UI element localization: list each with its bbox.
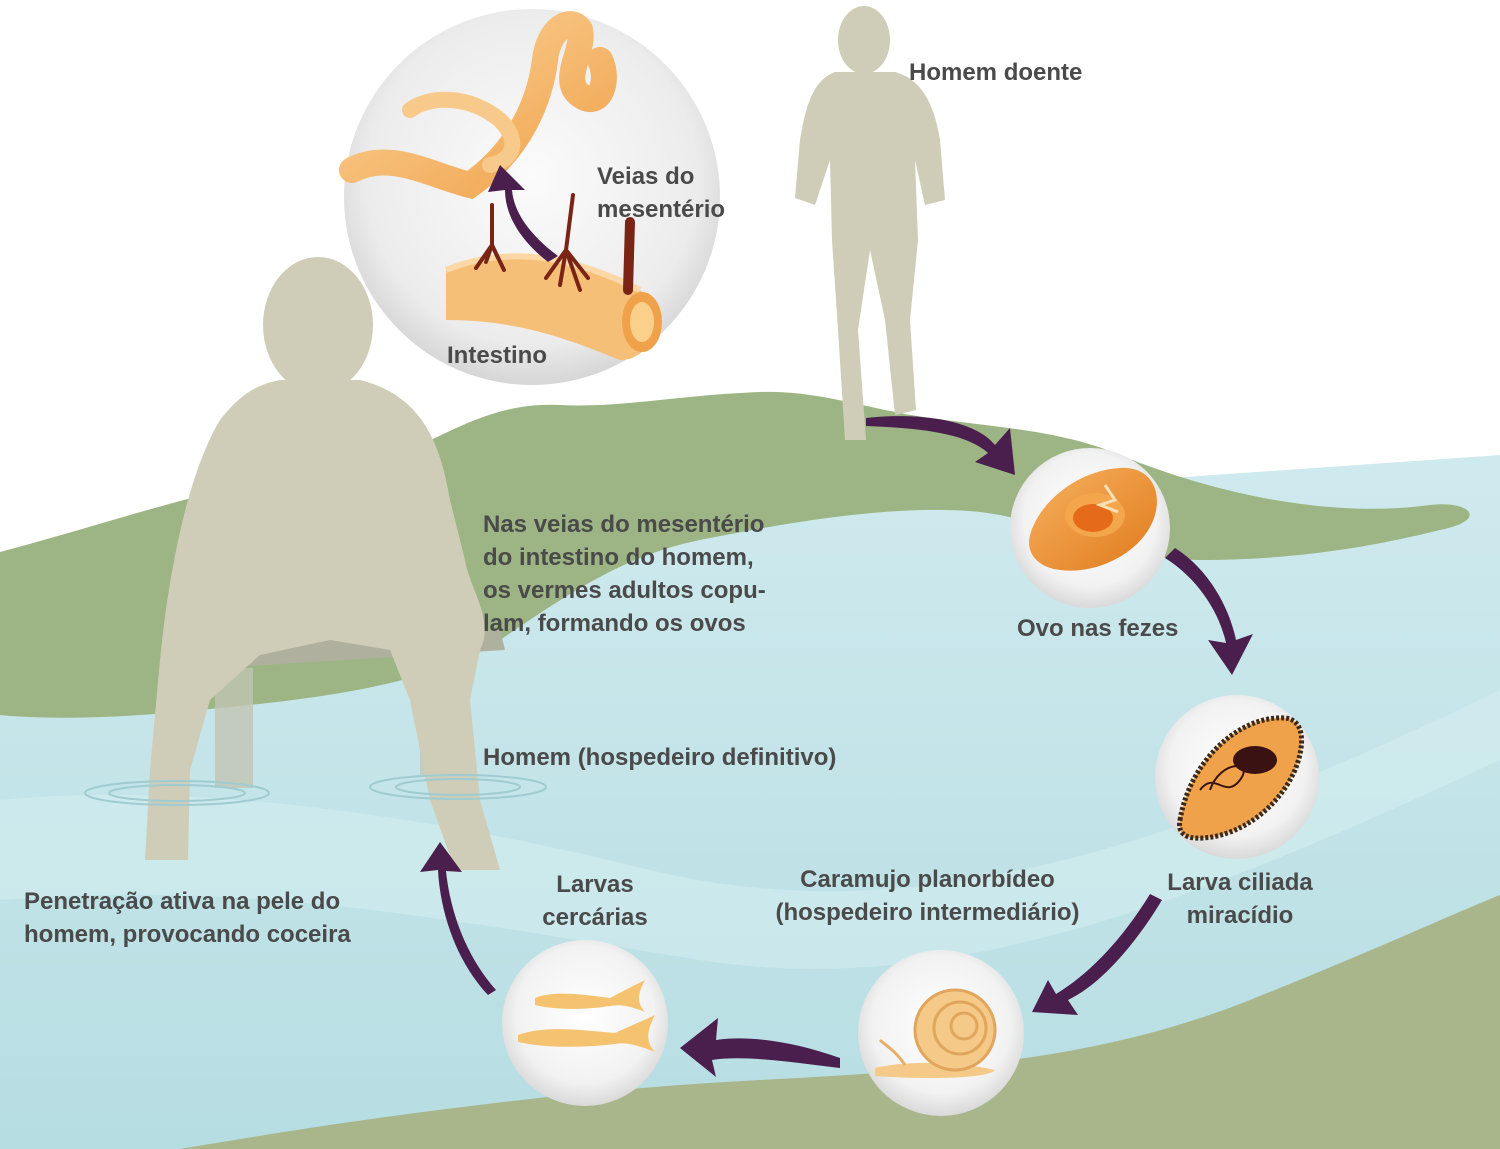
label-intestino: Intestino <box>447 342 547 369</box>
water-ripples <box>84 774 547 806</box>
olive-shore <box>180 895 1500 1149</box>
cercaria-icon <box>518 980 655 1052</box>
cycle-arrows <box>420 416 1253 1077</box>
label-penetracao: Penetração ativa na pele do homem, provo… <box>24 888 351 948</box>
intestine-inset <box>339 9 720 385</box>
arrow-snail-to-cercaria <box>680 1018 840 1077</box>
egg-icon <box>1029 467 1157 571</box>
arrow-cercaria-to-man <box>420 842 496 995</box>
miracidium-icon <box>1177 715 1305 841</box>
label-caramujo: Caramujo planorbídeo (hospedeiro interme… <box>775 866 1080 926</box>
label-nas-veias: Nas veias do mesentério do intestino do … <box>483 511 766 637</box>
arrow-vein-to-worm <box>488 165 558 262</box>
water-light-band <box>0 690 1500 969</box>
vein-icon <box>474 193 635 295</box>
label-larvas-cercarias: Larvas cercárias <box>542 871 648 931</box>
sick-man-figure <box>795 6 945 440</box>
snail-icon <box>875 988 997 1078</box>
label-homem-doente: Homem doente <box>909 59 1083 86</box>
boy-figure <box>145 257 505 870</box>
label-homem-definitivo: Homem (hospedeiro definitivo) <box>483 744 837 771</box>
arrow-miracidium-to-snail <box>1032 894 1162 1015</box>
worm-icon <box>339 11 617 200</box>
label-ovo-fezes: Ovo nas fezes <box>1017 615 1179 642</box>
arrow-egg-to-miracidium <box>1165 548 1253 675</box>
miracidium-circle <box>1155 695 1319 859</box>
intestine-icon <box>444 253 662 360</box>
arrow-man-to-egg <box>866 416 1015 475</box>
snail-circle <box>858 950 1024 1116</box>
cercaria-circle <box>502 940 668 1106</box>
label-larva-ciliada: Larva ciliada miracídio <box>1167 869 1313 929</box>
label-veias-mesenterio: Veias do mesentério <box>597 163 726 223</box>
egg-circle <box>1010 448 1170 608</box>
